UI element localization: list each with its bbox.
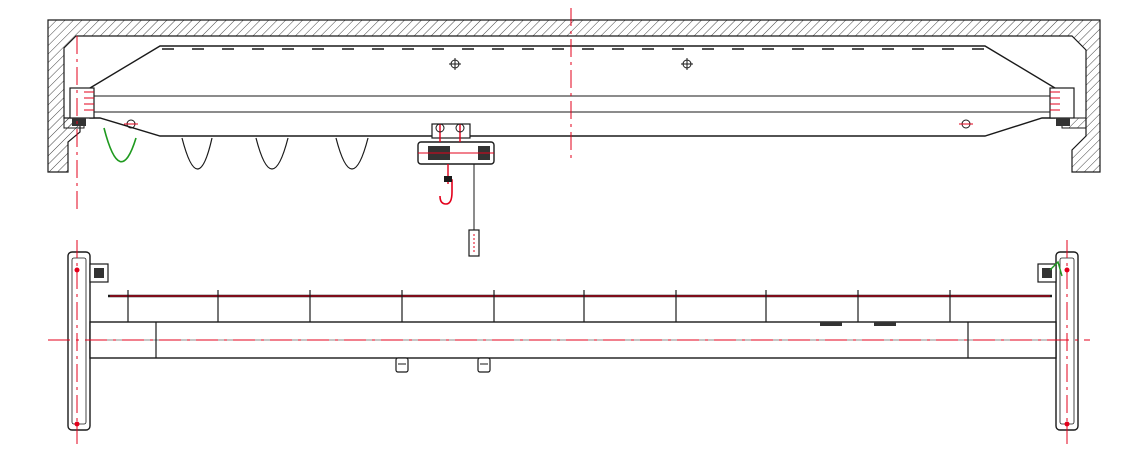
control-pendant: [468, 164, 480, 257]
bumper-1: [395, 357, 409, 373]
girder-marker-left: [124, 119, 138, 129]
railing-posts: [127, 290, 951, 322]
main-girder: [89, 45, 1056, 137]
travel-motor-right: [1037, 260, 1063, 283]
wheel-right: [1056, 118, 1070, 126]
wheel-markers: [74, 267, 1070, 427]
festoon-loop-2: [181, 137, 213, 170]
lifting-lug-2: [681, 58, 693, 70]
hook-block: [439, 164, 453, 205]
festoon-loop-4: [335, 137, 369, 170]
end-bolts-left: [84, 91, 94, 111]
wheel-left: [72, 118, 86, 126]
electric-hoist: [417, 123, 495, 165]
lifting-lug-1: [449, 58, 461, 70]
festoon-loop-3: [255, 137, 289, 170]
end-carriage-right-elev: [1049, 87, 1075, 119]
end-carriage-left: [67, 251, 91, 431]
elevation-view: [47, 8, 1101, 257]
travel-motor-left: [89, 263, 109, 283]
festoon-loop-green: [103, 127, 137, 163]
girder-plan-plate-1: [820, 322, 842, 326]
bumper-2: [477, 357, 491, 373]
girder-plan-plate-2: [874, 322, 896, 326]
plan-view: [48, 240, 1090, 444]
end-bolts-right: [1050, 91, 1060, 111]
building-wall-left-ceiling: [47, 19, 1101, 173]
girder-marker-right: [959, 119, 973, 129]
